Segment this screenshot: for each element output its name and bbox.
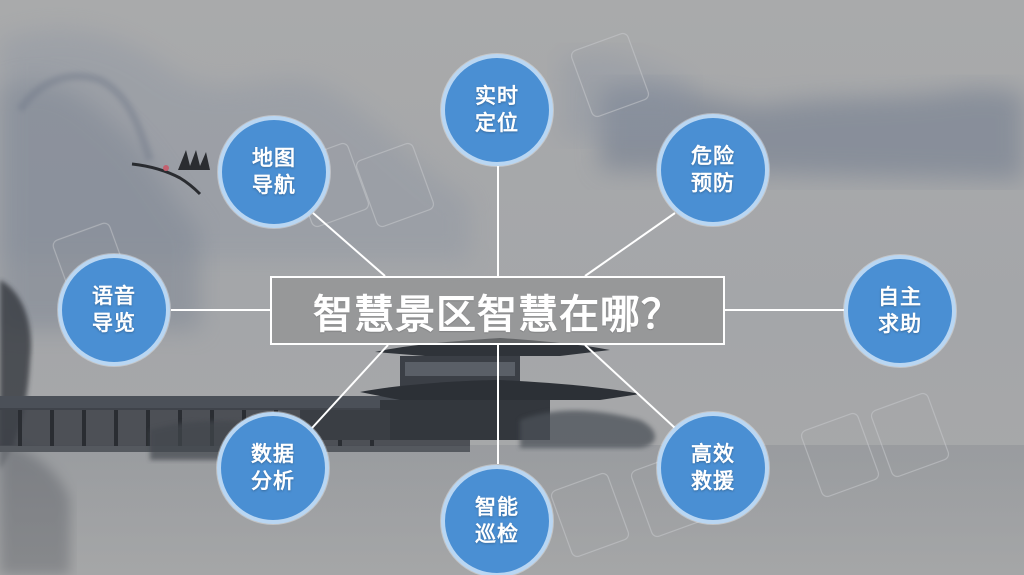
node-label-line1: 实时 xyxy=(475,84,519,108)
node-self-help[interactable]: 自主 求助 xyxy=(844,255,956,367)
node-label-line2: 导览 xyxy=(92,311,136,335)
node-label-line1: 智能 xyxy=(475,495,519,519)
node-label-line2: 分析 xyxy=(251,469,295,493)
node-label-line2: 救援 xyxy=(691,469,735,493)
node-smart-inspection[interactable]: 智能 巡检 xyxy=(441,465,553,575)
node-realtime-location[interactable]: 实时 定位 xyxy=(441,54,553,166)
node-label-line2: 巡检 xyxy=(475,522,519,546)
node-map-navigation[interactable]: 地图 导航 xyxy=(218,116,330,228)
node-label-line1: 地图 xyxy=(252,146,296,170)
node-label-line1: 数据 xyxy=(251,442,295,466)
central-title-box: 智慧景区智慧在哪？ xyxy=(270,276,725,345)
node-label-line1: 危险 xyxy=(691,144,735,168)
node-label-line2: 定位 xyxy=(475,111,519,135)
node-label-line1: 语音 xyxy=(92,284,136,308)
central-title: 智慧景区智慧在哪？ xyxy=(313,291,682,338)
node-label-line2: 求助 xyxy=(878,312,922,336)
node-label-line1: 高效 xyxy=(691,442,735,466)
node-efficient-rescue[interactable]: 高效 救援 xyxy=(657,412,769,524)
node-label-line2: 预防 xyxy=(691,171,735,195)
node-danger-prevention[interactable]: 危险 预防 xyxy=(657,114,769,226)
node-data-analysis[interactable]: 数据 分析 xyxy=(217,412,329,524)
node-label-line2: 导航 xyxy=(252,173,296,197)
node-label-line1: 自主 xyxy=(878,285,922,309)
node-voice-guide[interactable]: 语音 导览 xyxy=(58,254,170,366)
